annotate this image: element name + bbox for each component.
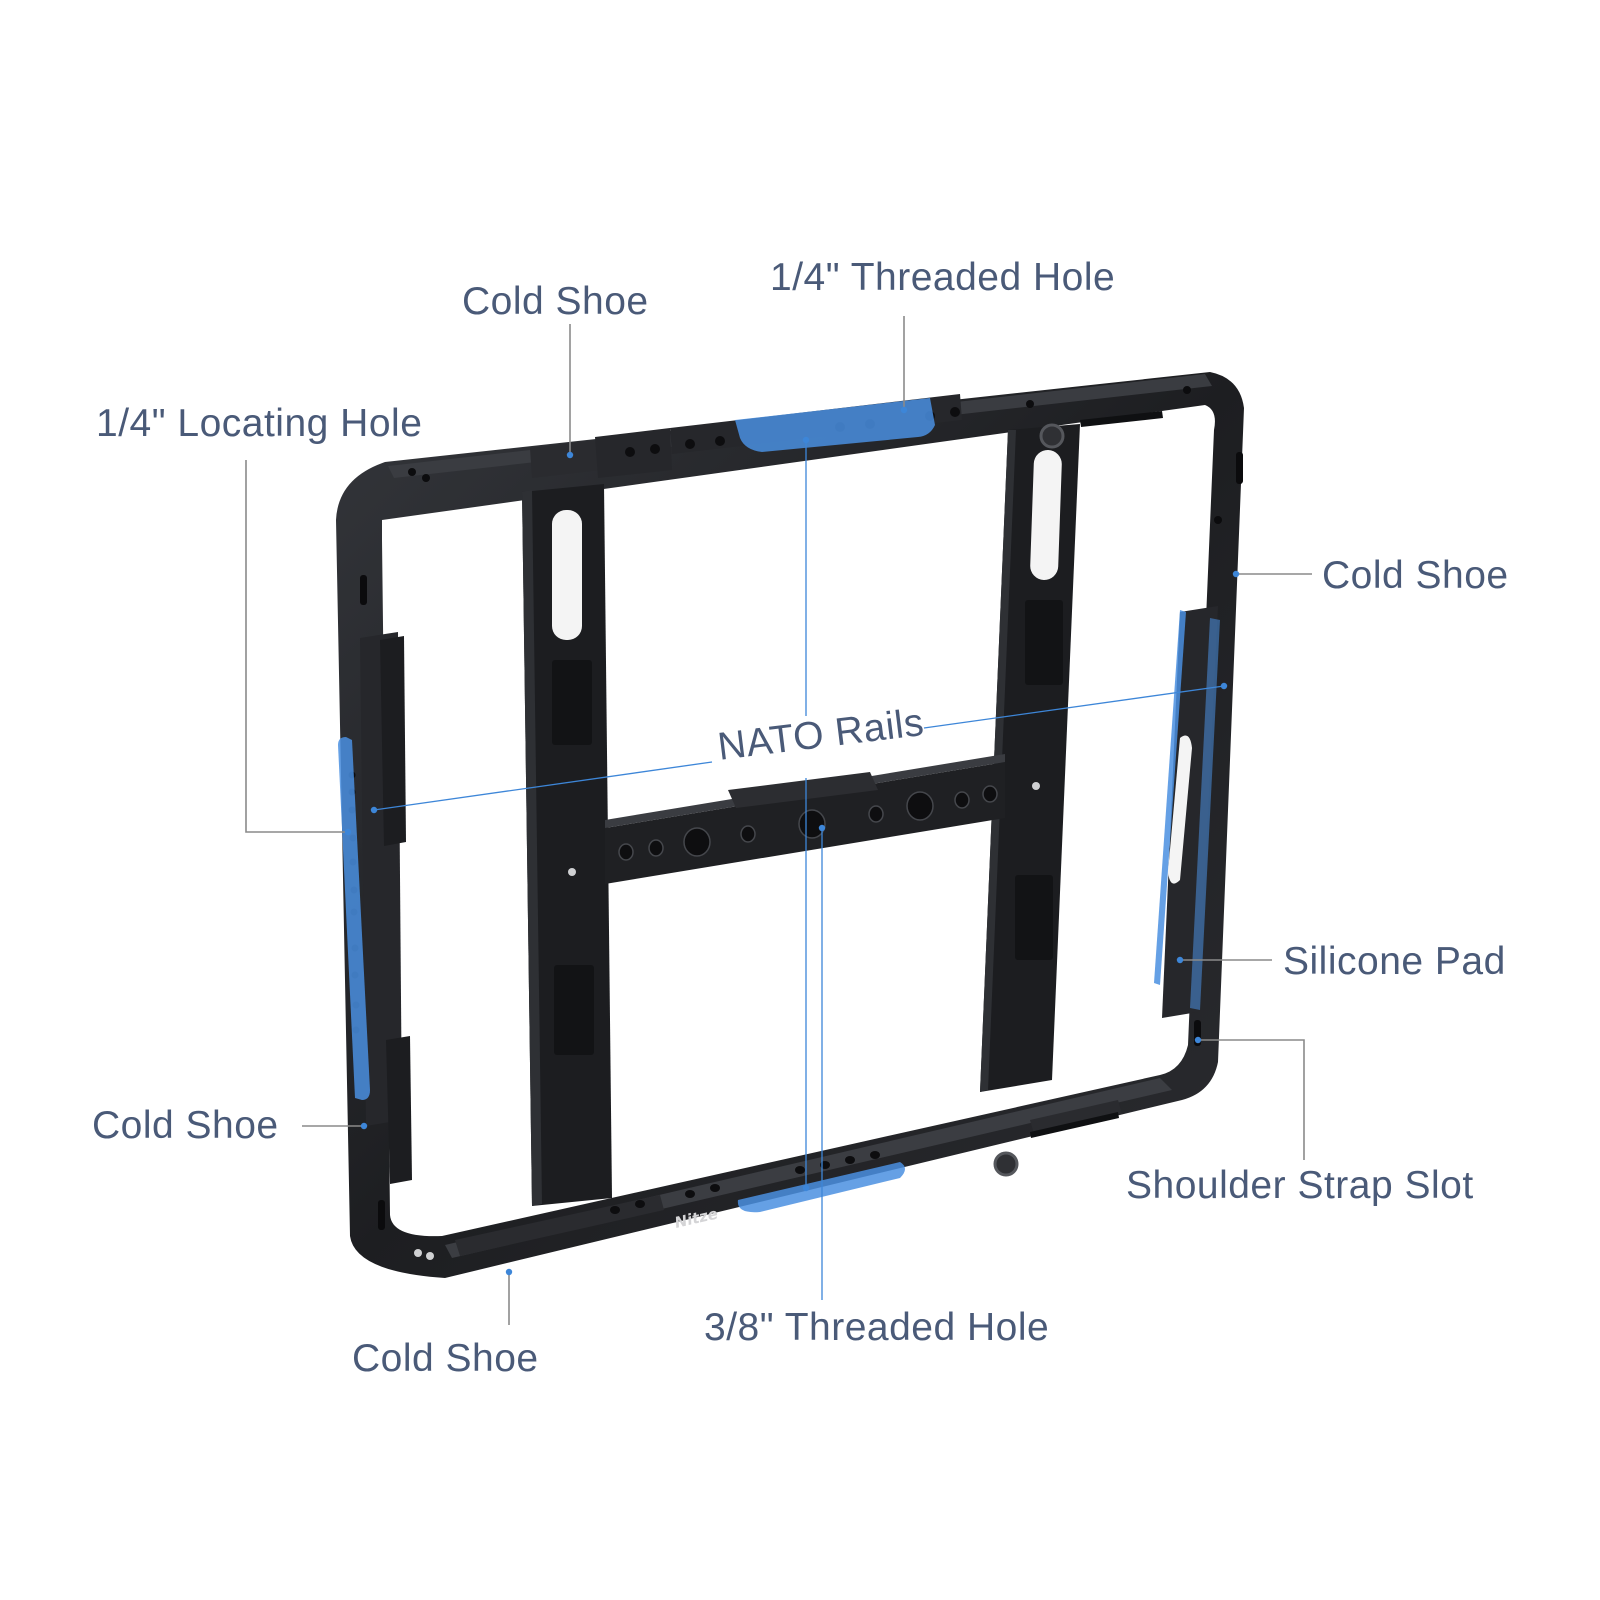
bottom-left-screw xyxy=(426,1252,434,1260)
label-cold-shoe-bottom: Cold Shoe xyxy=(352,1337,539,1380)
label-cold-shoe-left: Cold Shoe xyxy=(92,1104,279,1147)
left-side-block-lower xyxy=(386,1036,412,1184)
cross-bar-hole xyxy=(740,825,756,843)
silicone-pad-left-highlight xyxy=(338,737,370,1100)
left-bar-slot xyxy=(552,510,582,640)
top-slide-slot xyxy=(1080,411,1163,427)
cross-bar-cap xyxy=(728,772,878,808)
left-lower-strap-slot xyxy=(378,1200,385,1230)
top-left-corner-screw xyxy=(408,468,416,476)
cross-bar-hole xyxy=(648,839,664,857)
cross-bar-hole xyxy=(982,785,998,803)
left-side-block-upper xyxy=(380,636,406,846)
cross-bar-hole xyxy=(683,827,711,857)
right-strap-slot-upper xyxy=(1236,452,1243,484)
bottom-knob xyxy=(993,1151,1019,1177)
leader-nato-left xyxy=(373,761,713,811)
top-cold-shoe-mount xyxy=(530,440,600,478)
highlight-overlays xyxy=(338,398,1220,1213)
cross-bar-hole xyxy=(798,809,826,839)
right-bar-pad-lower xyxy=(1015,875,1053,960)
screw-dot xyxy=(568,868,576,876)
left-bar-pad-lower xyxy=(554,965,594,1055)
label-quarter-threaded-hole: 1/4" Threaded Hole xyxy=(770,256,1116,299)
leader-dots xyxy=(344,406,1240,1276)
leader-shoulder-strap-slot xyxy=(1198,1039,1305,1160)
leader-lines xyxy=(245,316,1312,1325)
label-silicone-pad: Silicone Pad xyxy=(1283,940,1506,983)
top-left-corner-screw xyxy=(422,474,430,482)
silicone-pad-right-highlight xyxy=(1154,610,1186,985)
left-strap-slot xyxy=(360,575,367,605)
right-slot-cutout xyxy=(1168,735,1192,884)
leader-locating-hole xyxy=(245,460,346,833)
right-bar-pad-upper xyxy=(1025,600,1063,685)
leader-nato-right xyxy=(923,685,1225,729)
label-cold-shoe-top: Cold Shoe xyxy=(462,280,649,323)
label-cold-shoe-right: Cold Shoe xyxy=(1322,554,1509,597)
label-three-eighths-threaded-hole: 3/8" Threaded Hole xyxy=(704,1306,1050,1349)
cross-bar-hole xyxy=(954,791,970,809)
screw-dot xyxy=(1032,782,1040,790)
left-bar-pad-upper xyxy=(552,660,592,745)
right-bar-slot xyxy=(1030,450,1062,580)
left-vertical-bar-face xyxy=(522,490,542,1206)
nato-rail-top-highlight xyxy=(735,398,935,452)
bottom-left-screw xyxy=(414,1249,422,1257)
cross-bar-hole xyxy=(868,805,884,823)
vertical-bars xyxy=(522,424,1080,1206)
bottom-plate-right xyxy=(1030,1100,1122,1134)
top-right-screw xyxy=(1183,386,1191,394)
cross-bar-hole xyxy=(906,791,934,821)
top-knob xyxy=(1039,423,1065,449)
silicone-pad-right-edge xyxy=(1190,618,1220,1010)
cross-bar xyxy=(568,754,1040,884)
label-shoulder-strap-slot: Shoulder Strap Slot xyxy=(1126,1164,1474,1207)
label-locating-hole: 1/4" Locating Hole xyxy=(96,402,423,445)
cross-bar-hole xyxy=(618,843,634,861)
bottom-slide-slot xyxy=(1030,1112,1119,1138)
